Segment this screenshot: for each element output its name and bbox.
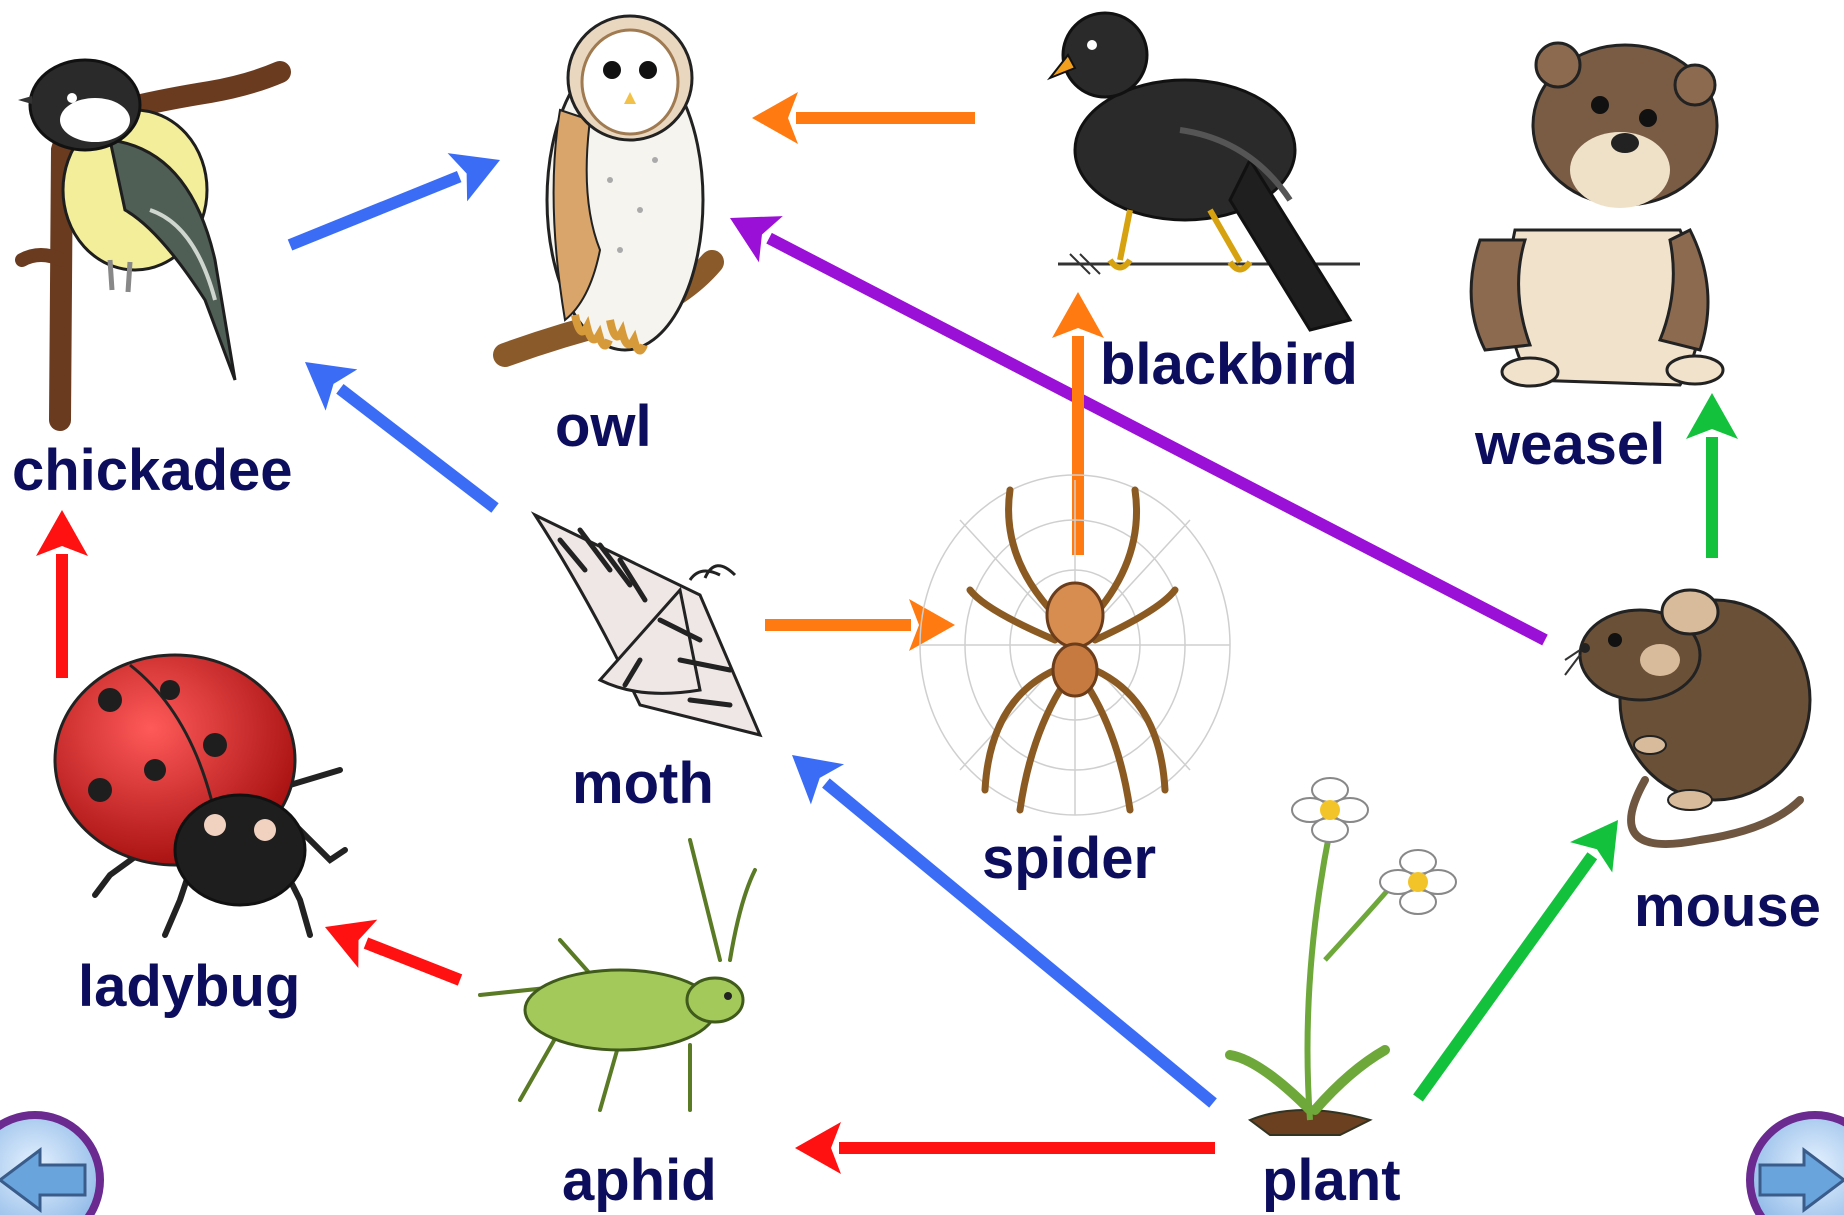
arrow-aphid-to-ladybug [325,920,460,980]
arrow-plant-to-aphid [795,1122,1215,1174]
back-button[interactable] [0,1115,100,1215]
arrow-head [795,1122,841,1174]
label-weasel: weasel [1475,416,1665,474]
label-blackbird: blackbird [1100,336,1358,394]
arrow-moth-to-spider [765,599,955,651]
mouse-illustration [1565,590,1810,844]
arrow-plant-to-moth [792,755,1213,1103]
arrow-moth-to-chickadee [305,362,495,508]
arrow-ladybug-to-chickadee [36,510,88,678]
arrow-blackbird-to-owl [752,92,975,144]
label-mouse: mouse [1634,878,1821,936]
arrow-head [1052,292,1104,338]
blackbird-illustration [1050,13,1360,330]
arrow-spider-to-blackbird [1052,292,1104,555]
arrow-shaft [366,943,460,980]
label-aphid: aphid [562,1152,717,1210]
label-ladybug: ladybug [78,958,300,1016]
chickadee-illustration [18,60,280,420]
arrow-head [1570,820,1618,873]
arrow-head [1686,393,1738,439]
owl-illustration [505,16,712,355]
forward-button[interactable] [1750,1115,1844,1215]
arrow-mouse-to-weasel [1686,393,1738,558]
arrow-head [36,510,88,556]
arrow-shaft [340,389,495,508]
weasel-illustration [1471,43,1723,386]
label-chickadee: chickadee [12,442,293,500]
plant-illustration [1230,778,1456,1135]
arrow-chickadee-to-owl [290,153,500,245]
ladybug-illustration [55,655,345,935]
label-moth: moth [572,755,714,813]
spider-illustration [920,475,1230,815]
aphid-illustration [480,840,755,1110]
label-owl: owl [555,398,652,456]
label-spider: spider [982,830,1156,888]
label-plant: plant [1262,1152,1401,1210]
arrow-shaft [290,177,459,245]
moth-illustration [535,515,760,735]
arrow-head [752,92,798,144]
arrow-plant-to-mouse [1418,820,1618,1098]
arrow-head [909,599,955,651]
arrow-shaft [769,238,1545,640]
